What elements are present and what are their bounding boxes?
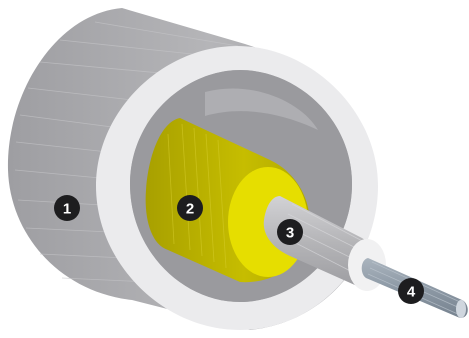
callout-1-label: 1 xyxy=(63,201,71,218)
callout-2-badge xyxy=(177,195,203,221)
callout-3: 3 xyxy=(277,219,303,245)
outer-shell-cavity-highlight xyxy=(205,88,318,130)
callout-2: 2 xyxy=(177,195,203,221)
core-rod-face xyxy=(456,300,466,318)
callout-2-label: 2 xyxy=(186,201,194,218)
callout-1: 1 xyxy=(54,195,80,221)
callout-1-badge xyxy=(54,195,80,221)
callout-4: 4 xyxy=(398,278,424,304)
callout-4-label: 4 xyxy=(407,284,416,301)
yellow-layer-texture xyxy=(167,123,227,269)
callout-3-label: 3 xyxy=(286,225,294,242)
callout-3-badge xyxy=(277,219,303,245)
callout-4-badge xyxy=(398,278,424,304)
